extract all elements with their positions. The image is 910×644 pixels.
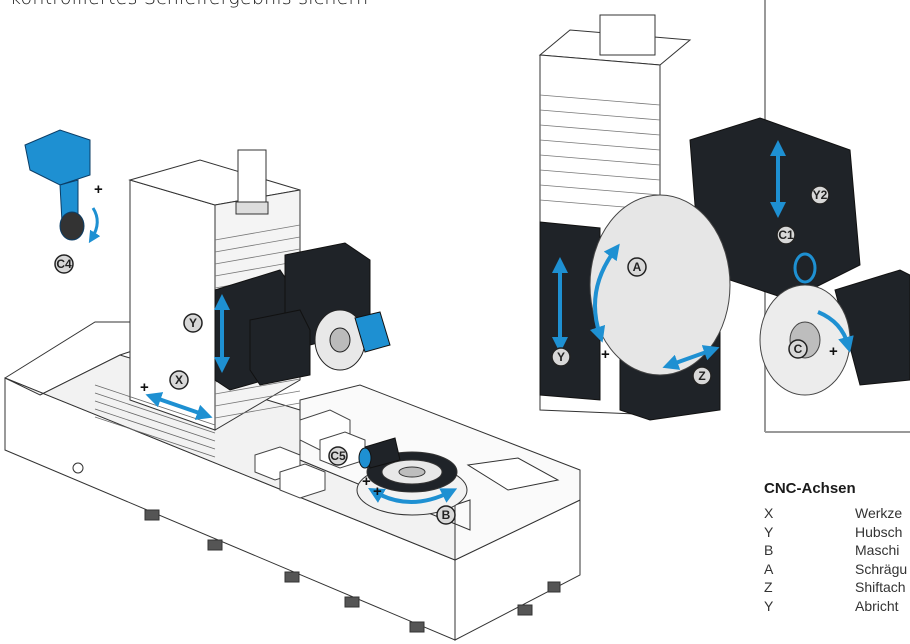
svg-text:C4: C4 xyxy=(56,257,72,271)
svg-text:C1: C1 xyxy=(778,228,794,242)
badge-b: B xyxy=(436,505,456,525)
c-axis-arrow xyxy=(817,310,854,353)
svg-text:X: X xyxy=(175,373,183,387)
axis-label: Werkze xyxy=(855,505,903,521)
svg-text:Y: Y xyxy=(189,316,197,330)
svg-text:C: C xyxy=(794,342,803,356)
plus-c: + xyxy=(829,343,838,360)
badge-y-detail: Y xyxy=(551,347,571,367)
c1-ring xyxy=(793,252,817,284)
axis-label: Schrägu xyxy=(855,560,908,577)
base-plate xyxy=(466,457,560,491)
machine-base xyxy=(4,321,581,641)
z-axis-arrow xyxy=(662,345,720,370)
detail-bellows xyxy=(539,94,661,211)
badge-y-main: Y xyxy=(183,313,203,333)
axis-key: X xyxy=(764,505,774,521)
plus-b-right: + xyxy=(373,483,382,500)
axis-key: Y xyxy=(764,597,774,614)
badge-y2: Y2 xyxy=(810,185,830,205)
axis-key: A xyxy=(764,560,774,577)
svg-text:Z: Z xyxy=(698,369,705,383)
badge-c: C xyxy=(788,339,808,359)
axis-label: Hubsch xyxy=(855,523,903,540)
svg-text:A: A xyxy=(633,260,642,274)
badge-x: X xyxy=(169,370,189,390)
grinding-head-main xyxy=(214,242,391,391)
badge-c5: C5 xyxy=(328,446,348,466)
b-axis-arrow xyxy=(368,488,458,504)
axis-key: Z xyxy=(764,579,773,595)
axis-key: B xyxy=(764,542,774,558)
badge-c4: C4 xyxy=(54,254,74,274)
plus-a: + xyxy=(601,346,610,363)
axis-label: Abricht xyxy=(855,597,899,614)
badge-z: Z xyxy=(692,366,712,386)
x-axis-arrow xyxy=(145,392,213,420)
svg-text:C5: C5 xyxy=(330,449,346,463)
a-axis-arrow xyxy=(589,243,620,343)
page-title: kontrolliertes Schleifergebnis sichern xyxy=(10,0,368,9)
c4-rotation-arrow xyxy=(88,207,101,244)
plus-x: + xyxy=(140,379,149,396)
badge-a: A xyxy=(627,257,647,277)
c5-spindle xyxy=(358,437,401,469)
axis-label: Shiftach xyxy=(855,579,906,595)
axis-key: Y xyxy=(764,523,774,540)
svg-text:Y: Y xyxy=(557,350,565,364)
badge-c1: C1 xyxy=(776,225,796,245)
c4-dresser-part xyxy=(24,129,91,241)
plus-c4: + xyxy=(94,181,103,198)
axis-label: Maschi xyxy=(855,542,900,558)
plus-b-left: + xyxy=(362,473,371,490)
detail-disc xyxy=(589,194,851,396)
axes-heading: CNC-Achsen xyxy=(764,480,856,497)
svg-text:B: B xyxy=(442,508,451,522)
svg-text:Y2: Y2 xyxy=(813,188,828,202)
